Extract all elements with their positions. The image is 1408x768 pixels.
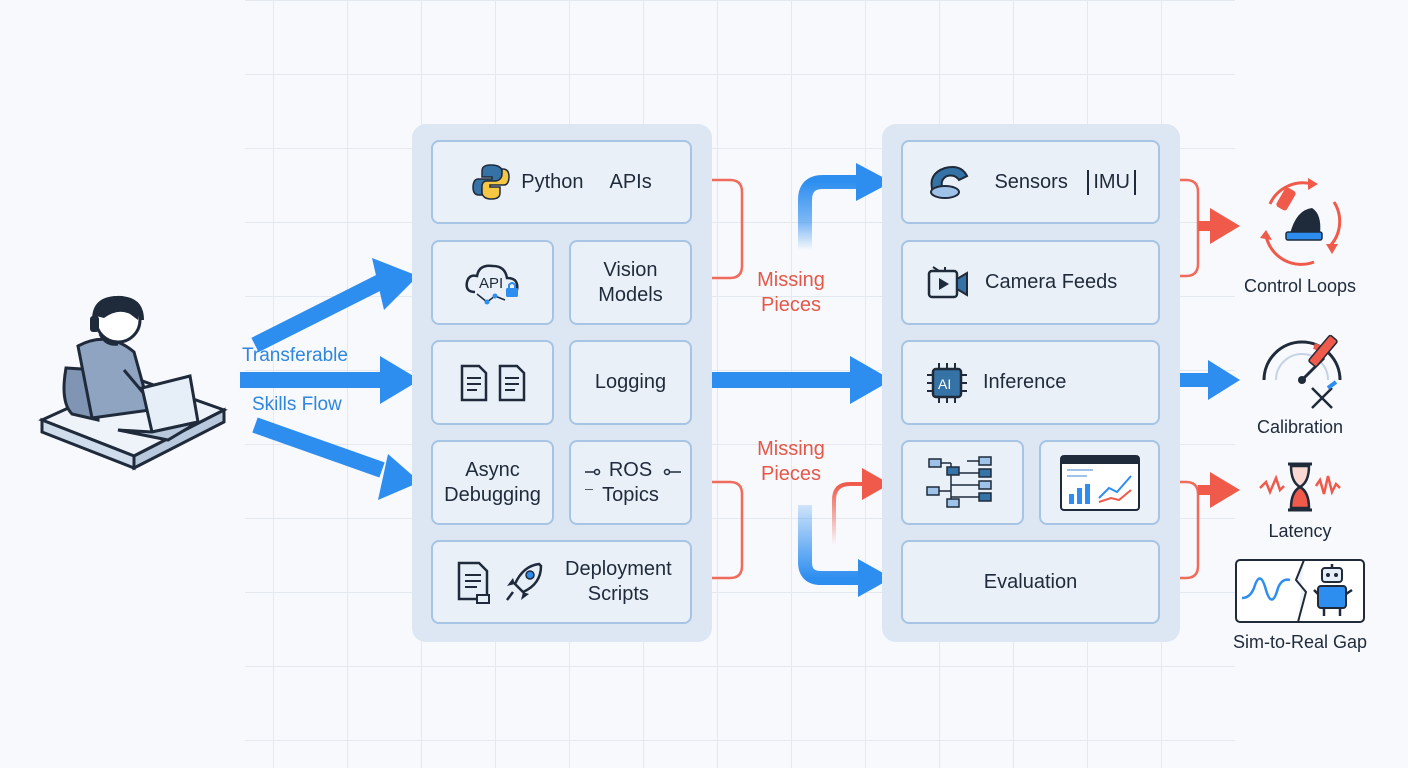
docs-card[interactable] <box>431 340 554 425</box>
calibration-gauge-icon <box>1262 334 1342 409</box>
camera-feeds-label: Camera Feeds <box>985 271 1118 293</box>
red-arrow-graph <box>832 468 890 545</box>
latency-hourglass-icon <box>1259 462 1341 512</box>
graph-card[interactable] <box>901 440 1024 525</box>
evaluation-label: Evaluation <box>983 570 1078 593</box>
svg-text:API: API <box>479 275 503 292</box>
dashboard-chart-icon <box>1059 454 1140 511</box>
inference-card[interactable]: AI Inference <box>901 340 1160 425</box>
node-graph-icon <box>925 455 992 508</box>
main-arrow-center <box>712 356 892 404</box>
svg-text:AI: AI <box>938 376 951 392</box>
script-icon <box>457 561 490 604</box>
missing-pieces-top: Missing Pieces <box>757 269 825 316</box>
vision-models-card[interactable]: Vision Models <box>569 240 692 325</box>
evaluation-card[interactable]: Evaluation <box>901 540 1160 624</box>
flow-label-line1: Transferable <box>242 345 348 366</box>
logging-label: Logging <box>594 371 667 393</box>
fade-arrow-evaluation <box>798 505 892 597</box>
control-loop-icon <box>1260 178 1342 266</box>
async-debugging-card[interactable]: Async Debugging <box>431 440 554 525</box>
red-bracket-right-bottom <box>1162 480 1200 580</box>
python-label: Python <box>521 170 584 193</box>
ros-connector-icon <box>585 468 681 490</box>
ros-topics-card[interactable]: ROS Topics <box>569 440 692 525</box>
blue-arrow-calibration <box>1180 360 1240 400</box>
apis-label: APIs <box>609 170 652 193</box>
document-icon-2 <box>498 364 525 401</box>
red-arrow-control-loops <box>1198 208 1240 244</box>
document-icon <box>460 364 487 401</box>
camera-feeds-card[interactable]: Camera Feeds <box>901 240 1160 325</box>
developer-illustration <box>38 295 228 471</box>
flow-label-line2: Skills Flow <box>252 394 342 415</box>
logging-card[interactable]: Logging <box>569 340 692 425</box>
deployment-scripts-card[interactable]: Deployment Scripts <box>431 540 692 624</box>
deployment-scripts-label: Deployment Scripts <box>565 558 672 605</box>
python-icon <box>472 164 510 200</box>
missing-bracket-top <box>695 178 744 280</box>
ros-topics-label: ROS Topics <box>602 458 659 506</box>
sensors-card[interactable]: Sensors IMU <box>901 140 1160 224</box>
ai-chip-icon: AI <box>927 362 967 403</box>
vision-models-label: Vision Models <box>598 258 663 306</box>
python-apis-card[interactable]: Python APIs <box>431 140 692 224</box>
missing-pieces-bottom: Missing Pieces <box>757 438 825 485</box>
rocket-icon <box>506 562 543 601</box>
latency-label: Latency <box>1268 521 1332 541</box>
sim-to-real-label: Sim-to-Real Gap <box>1232 632 1368 652</box>
api-cloud-icon: API <box>464 263 519 304</box>
transfer-arrow-mid <box>240 356 420 404</box>
dashboard-card[interactable] <box>1039 440 1160 525</box>
async-debugging-label: Async Debugging <box>444 458 541 506</box>
imu-label: IMU <box>1087 169 1136 195</box>
camera-icon <box>927 265 968 298</box>
calibration-label: Calibration <box>1256 417 1344 437</box>
sensor-icon <box>930 166 969 199</box>
control-loops-label: Control Loops <box>1243 276 1357 296</box>
sensors-label: Sensors <box>994 170 1068 193</box>
transfer-arrow-down <box>252 417 420 500</box>
sim-to-real-icon <box>1235 559 1365 623</box>
missing-bracket-bottom <box>695 480 744 580</box>
fade-arrow-sensors <box>798 163 892 250</box>
api-cloud-card[interactable]: API <box>431 240 554 325</box>
transfer-arrow-up <box>251 258 418 353</box>
inference-label: Inference <box>983 371 1067 393</box>
red-arrow-latency <box>1198 472 1240 508</box>
